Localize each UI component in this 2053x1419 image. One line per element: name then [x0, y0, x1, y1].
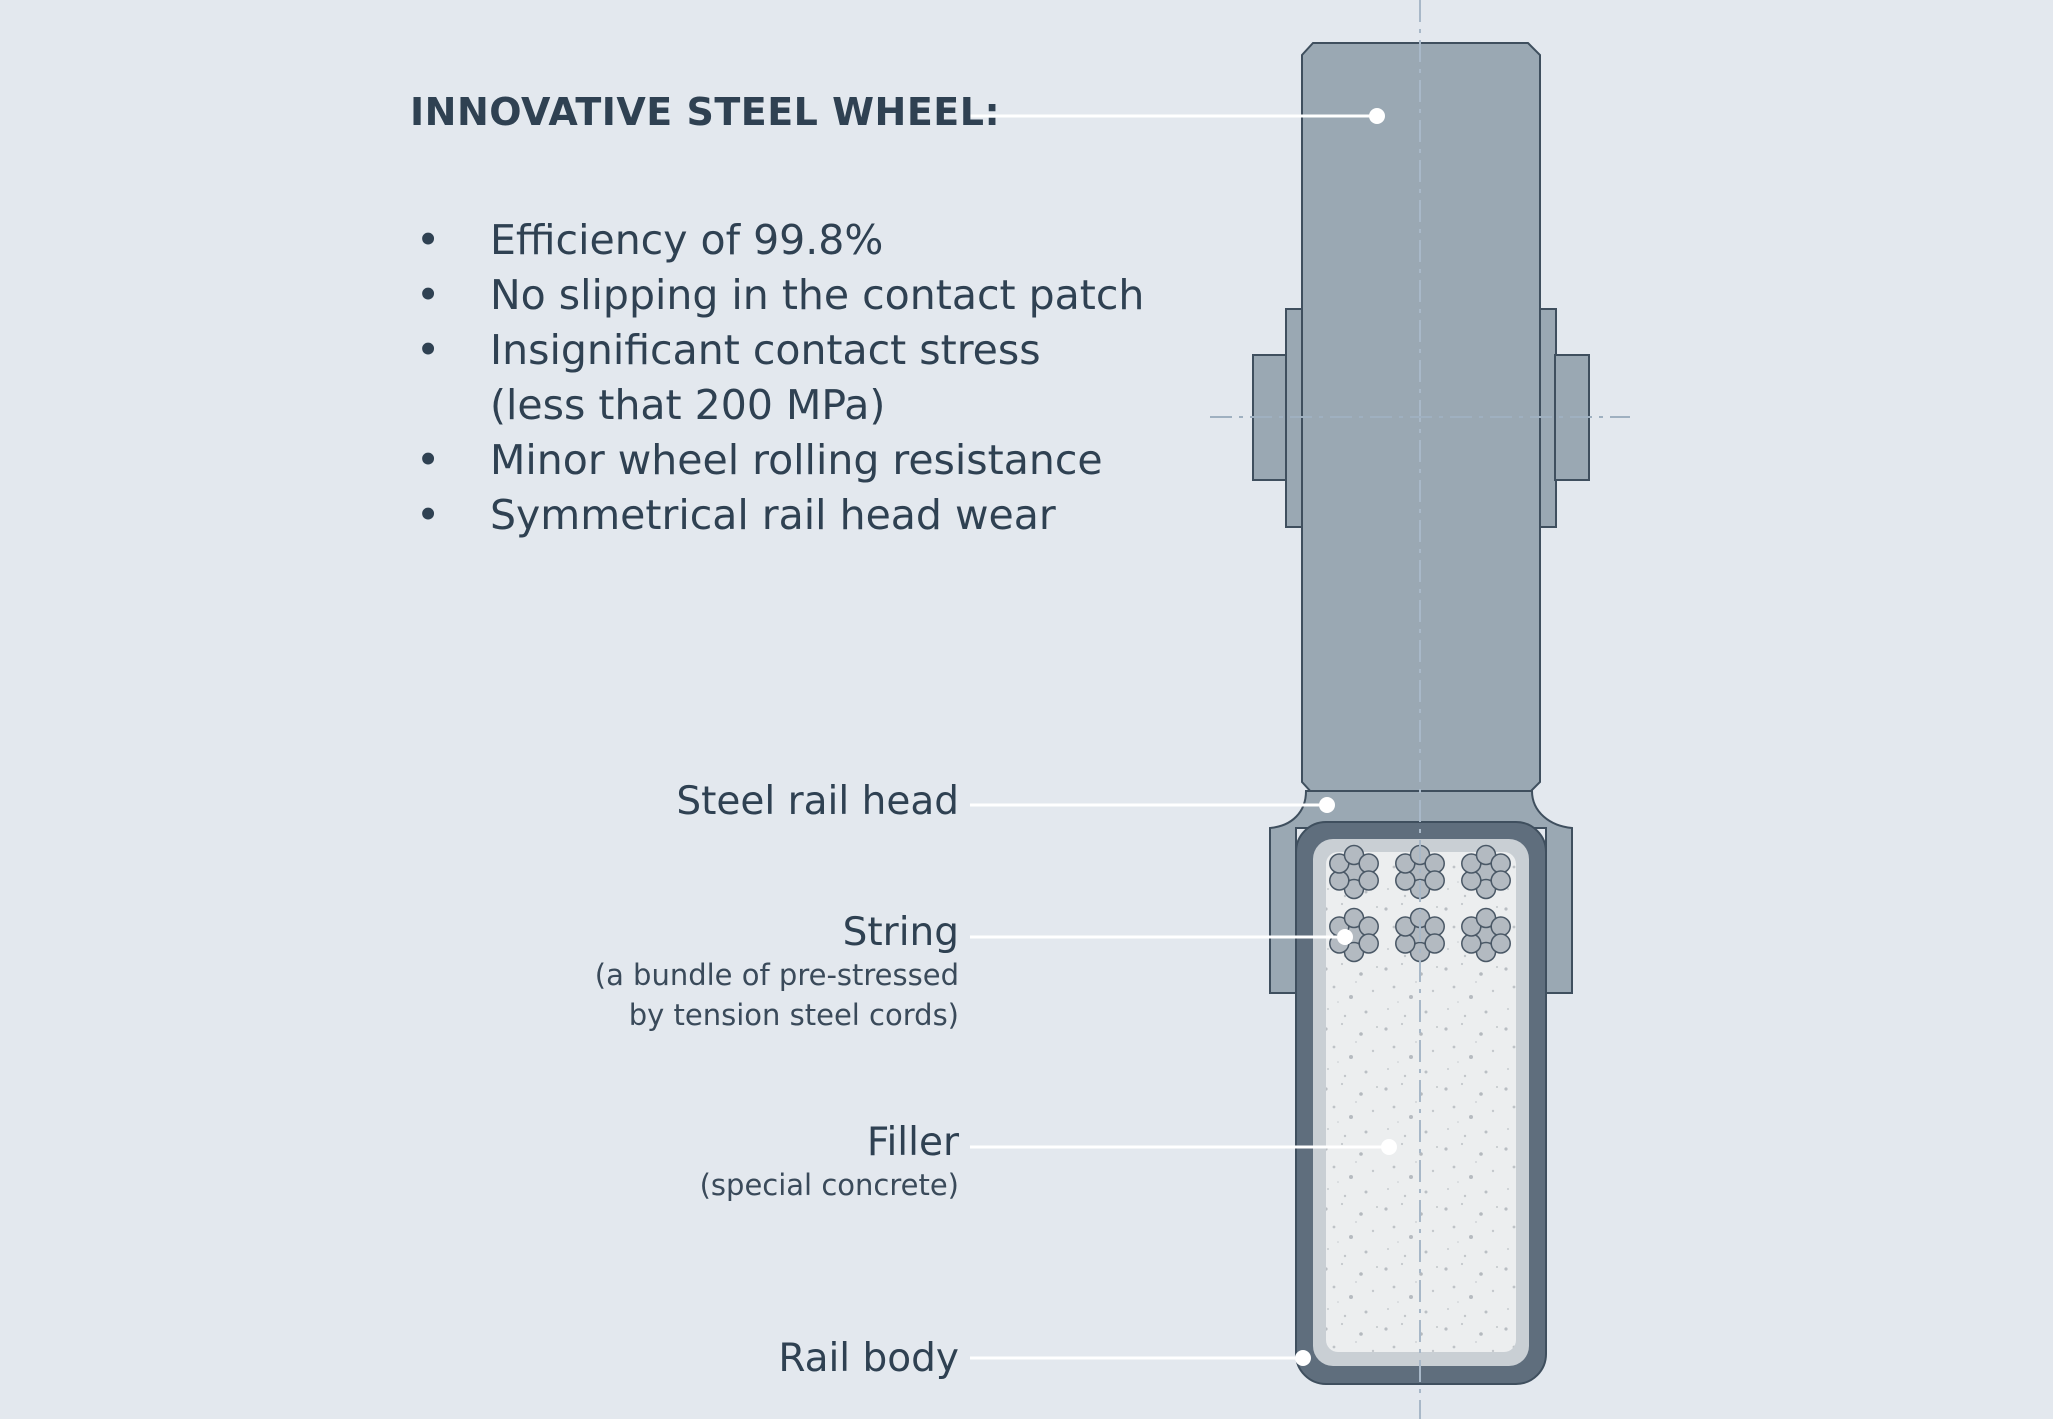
steel-cord — [1395, 933, 1416, 954]
steel-cord — [1424, 853, 1445, 874]
label-filler-text: Filler — [866, 1120, 959, 1165]
cord-bundle — [1461, 907, 1511, 963]
string-cords — [1329, 844, 1511, 963]
filler-concrete — [1326, 852, 1516, 1352]
label-string: String (a bundle of pre-stressed by tens… — [594, 910, 959, 1035]
steel-cord — [1395, 870, 1416, 891]
label-rail-body: Rail body — [778, 1336, 959, 1381]
feature-text: Minor wheel rolling resistance — [490, 436, 1103, 484]
bullet-icon: • — [416, 271, 441, 319]
label-steel-rail-head-text: Steel rail head — [676, 779, 959, 824]
steel-cord — [1461, 870, 1482, 891]
steel-cord — [1358, 870, 1379, 891]
steel-cord — [1358, 916, 1379, 937]
steel-cord — [1490, 916, 1511, 937]
feature-item: • No slipping in the contact patch — [410, 268, 1144, 323]
steel-cord — [1424, 870, 1445, 891]
feature-text: Efficiency of 99.8% — [490, 216, 884, 264]
steel-cord — [1490, 870, 1511, 891]
leader-rail-head-dot — [1319, 797, 1335, 813]
label-string-sub-1: (a bundle of pre-stressed — [594, 957, 959, 992]
leader-rail-body-dot — [1295, 1350, 1311, 1366]
feature-text: Insignificant contact stress — [490, 326, 1041, 374]
steel-cord — [1329, 870, 1350, 891]
steel-cord — [1358, 933, 1379, 954]
feature-item: • Efficiency of 99.8% — [410, 213, 1144, 268]
label-filler: Filler (special concrete) — [699, 1120, 959, 1205]
steel-cord — [1424, 933, 1445, 954]
steel-cord — [1424, 916, 1445, 937]
label-filler-sub: (special concrete) — [699, 1167, 959, 1202]
label-rail-body-text: Rail body — [778, 1336, 959, 1381]
steel-cord — [1461, 933, 1482, 954]
label-string-sub-2: by tension steel cords) — [628, 997, 959, 1032]
leader-lines — [970, 108, 1397, 1366]
cord-bundle — [1461, 844, 1511, 900]
steel-cord — [1358, 853, 1379, 874]
bullet-icon: • — [416, 436, 441, 484]
leader-wheel-dot — [1369, 108, 1385, 124]
feature-text: Symmetrical rail head wear — [490, 491, 1056, 539]
feature-text: No slipping in the contact patch — [490, 271, 1145, 319]
label-steel-rail-head: Steel rail head — [676, 779, 959, 824]
feature-item: • Minor wheel rolling resistance — [410, 433, 1144, 488]
steel-cord — [1490, 853, 1511, 874]
steel-cord — [1490, 933, 1511, 954]
feature-list: • Efficiency of 99.8% • No slipping in the… — [410, 213, 1144, 543]
feature-item: • Symmetrical rail head wear — [410, 488, 1144, 543]
leader-string-dot — [1337, 929, 1353, 945]
bullet-icon: • — [416, 326, 441, 374]
label-string-text: String — [842, 910, 959, 955]
bullet-icon: • — [416, 216, 441, 264]
feature-item: • Insignificant contact stress (less that … — [410, 323, 1144, 433]
bullet-icon: • — [416, 491, 441, 539]
feature-text-continuation: (less that 200 MPa) — [490, 381, 886, 429]
leader-filler-dot — [1381, 1139, 1397, 1155]
cord-bundle — [1329, 844, 1379, 900]
diagram-title: INNOVATIVE STEEL WHEEL: — [410, 90, 1001, 134]
